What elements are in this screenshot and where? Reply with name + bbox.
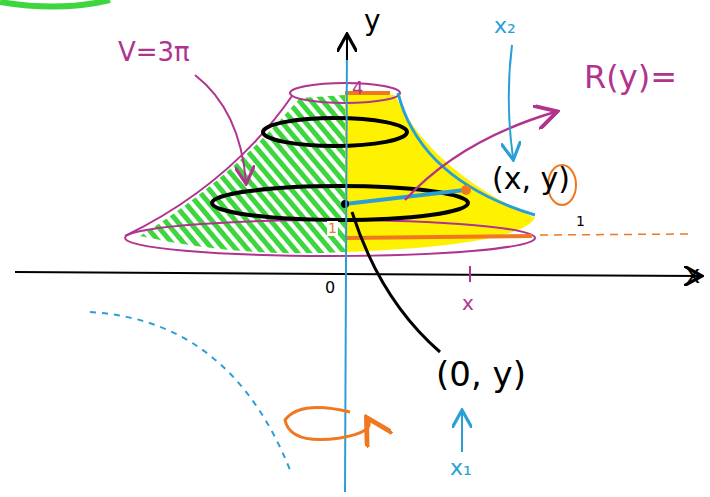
curve-label: x₁ xyxy=(450,456,472,480)
bound-value: 1 xyxy=(327,221,338,236)
radius-label: R(y)= xyxy=(584,60,677,95)
bound-value: 1 xyxy=(576,214,585,229)
point-label: (x, y) xyxy=(492,162,570,195)
volume-label: V=3π xyxy=(118,38,190,67)
bound-value: 4 xyxy=(352,78,363,98)
axis-label: x xyxy=(686,262,700,288)
axis-label: y xyxy=(364,6,381,37)
point-label: (0, y) xyxy=(436,356,526,393)
curve-label: x₂ xyxy=(494,14,516,38)
tick-label: x xyxy=(462,292,474,314)
origin-label: 0 xyxy=(325,279,335,297)
